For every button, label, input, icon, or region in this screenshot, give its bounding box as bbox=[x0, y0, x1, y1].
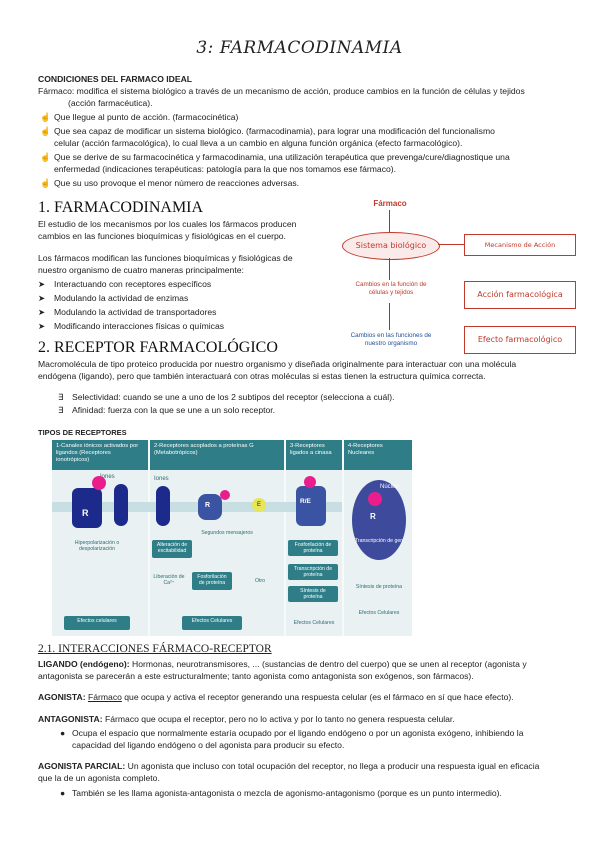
nucleus-label: Núcleo bbox=[380, 484, 399, 490]
arrow-bullet-icon: ➤ bbox=[38, 321, 46, 331]
step-box: Efectos celulares bbox=[64, 616, 130, 630]
step-box: Efectos Celulares bbox=[182, 616, 242, 630]
section-heading: 1. FARMACODINAMIA bbox=[38, 199, 204, 216]
step-label: Otro bbox=[254, 578, 266, 584]
panel-header: 4-Receptores Nucleares bbox=[344, 440, 412, 470]
arrow-bullet-icon: ➤ bbox=[38, 279, 46, 289]
paragraph: endógena (ligando), pero que también int… bbox=[38, 371, 486, 381]
receptor-label: R bbox=[205, 502, 211, 509]
hand-bullet-icon: ☝ bbox=[40, 126, 51, 136]
step-label: Efectos Celulares bbox=[293, 620, 335, 626]
list-item-cont: celular (acción farmacológica), lo cual … bbox=[54, 138, 463, 148]
nucleus-shape bbox=[352, 480, 406, 560]
bullet-icon: ∃ bbox=[58, 392, 64, 402]
iones-label: Iones bbox=[154, 476, 169, 482]
flow-farmaco: Fármaco bbox=[373, 199, 407, 208]
page-title: 3: FARMACODINAMIA bbox=[196, 38, 403, 58]
conditions-intro: Fármaco: modifica el sistema biológico a… bbox=[38, 86, 525, 96]
step-box: Alteración de excitabilidad bbox=[152, 540, 192, 558]
paragraph: Macromolécula de tipo proteico producida… bbox=[38, 359, 517, 369]
receptor-shape bbox=[198, 494, 222, 520]
subheading: TIPOS DE RECEPTORES bbox=[38, 428, 127, 437]
paragraph: El estudio de los mecanismos por los cua… bbox=[38, 219, 297, 229]
flow-sistema: Sistema biológico bbox=[342, 232, 440, 260]
step-box: Síntesis de proteína bbox=[288, 586, 338, 602]
list-item: ☝Que llegue al punto de acción. (farmaco… bbox=[40, 112, 239, 122]
flow-arrow bbox=[389, 210, 390, 232]
paragraph: nuestro organismo de cuatro maneras prin… bbox=[38, 265, 244, 275]
flow-arrow bbox=[389, 303, 390, 330]
list-item: ➤Modulando la actividad de transportador… bbox=[38, 307, 217, 317]
ligand-circle bbox=[220, 490, 230, 500]
arrow-bullet-icon: ➤ bbox=[38, 307, 46, 317]
paragraph: Los fármacos modifican las funciones bio… bbox=[38, 253, 293, 263]
panel-header: 1-Canales iónicos activados por ligandos… bbox=[52, 440, 148, 470]
effector-circle: E bbox=[252, 498, 266, 512]
list-item: ☝Que su uso provoque el menor número de … bbox=[40, 178, 300, 188]
step-label: Síntesis de proteína bbox=[355, 584, 403, 590]
flow-cambios-org: Cambios en las funciones de nuestro orga… bbox=[350, 332, 432, 347]
channel-shape bbox=[156, 486, 170, 526]
list-item: ➤Interactuando con receptores específico… bbox=[38, 279, 212, 289]
list-item: ➤Modificando interacciones físicas o quí… bbox=[38, 321, 225, 331]
paragraph: LIGANDO (endógeno): Hormonas, neurotrans… bbox=[38, 659, 527, 669]
list-item: ☝Que sea capaz de modificar un sistema b… bbox=[40, 126, 495, 136]
section-heading: 2.1. INTERACCIONES FÁRMACO-RECEPTOR bbox=[38, 643, 272, 655]
hand-bullet-icon: ☝ bbox=[40, 152, 51, 162]
step-label: Hiperpolarización o despolarización bbox=[74, 540, 120, 552]
receptor-shape bbox=[72, 488, 102, 528]
step-box: Fosforilación de proteína bbox=[192, 572, 232, 590]
step-label: Liberación de Ca²⁺ bbox=[153, 574, 185, 586]
paragraph: que la de un agonista completo. bbox=[38, 773, 160, 783]
hand-bullet-icon: ☝ bbox=[40, 178, 51, 188]
list-item: ☝Que se derive de su farmacocinética y f… bbox=[40, 152, 510, 162]
receptor-figure: 1-Canales iónicos activados por ligandos… bbox=[52, 440, 412, 636]
paragraph: ANTAGONISTA: Fármaco que ocupa el recept… bbox=[38, 714, 455, 724]
step-label: Segundos mensajeros bbox=[201, 530, 253, 536]
paragraph: antagonista se parecerán a este estructu… bbox=[38, 671, 474, 681]
membrane bbox=[52, 502, 342, 512]
list-item-cont: enfermedad (indicaciones terapéuticas: p… bbox=[54, 164, 397, 174]
flow-efecto: Efecto farmacológico bbox=[464, 326, 576, 354]
receptor-label: R/E bbox=[300, 498, 311, 505]
receptor-shape bbox=[296, 486, 326, 526]
section-heading: 2. RECEPTOR FARMACOLÓGICO bbox=[38, 339, 278, 356]
step-label: Efectos Celulares bbox=[358, 610, 400, 616]
panel-header: 2-Receptores acoplados a proteínas G (Me… bbox=[150, 440, 284, 470]
flow-cambios-func: Cambios en la función de células y tejid… bbox=[355, 281, 427, 296]
hand-bullet-icon: ☝ bbox=[40, 112, 51, 122]
flow-mecanismo: Mecanismo de Acción bbox=[464, 234, 576, 256]
ligand-circle bbox=[304, 476, 316, 488]
list-item: ∃Selectividad: cuando se une a uno de lo… bbox=[58, 392, 395, 402]
receptor-label: R bbox=[82, 508, 89, 518]
channel-shape bbox=[114, 484, 128, 526]
receptor-label: R bbox=[370, 512, 376, 521]
flow-arrow bbox=[389, 258, 390, 280]
arrow-bullet-icon: ➤ bbox=[38, 293, 46, 303]
step-box: Fosforilación de proteína bbox=[288, 540, 338, 556]
paragraph: cambios en las funciones bioquímicas y f… bbox=[38, 231, 286, 241]
flow-accion: Acción farmacológica bbox=[464, 281, 576, 309]
list-item: ●Ocupa el espacio que normalmente estarí… bbox=[60, 728, 524, 738]
paragraph: AGONISTA: Fármaco que ocupa y activa el … bbox=[38, 692, 514, 702]
ligand-circle bbox=[368, 492, 382, 506]
bullet-icon: ● bbox=[60, 788, 66, 798]
flow-connector bbox=[438, 244, 464, 245]
panel-header: 3-Receptores ligados a cinasa bbox=[286, 440, 342, 470]
list-item: ➤Modulando la actividad de enzimas bbox=[38, 293, 189, 303]
step-box: Transcripción de proteína bbox=[288, 564, 338, 580]
step-label: Transcripción de gen bbox=[354, 538, 404, 544]
bullet-icon: ● bbox=[60, 728, 66, 738]
conditions-heading: CONDICIONES DEL FARMACO IDEAL bbox=[38, 74, 193, 84]
list-item: ∃Afinidad: fuerza con la que se une a un… bbox=[58, 405, 276, 415]
bullet-icon: ∃ bbox=[58, 405, 64, 415]
conditions-intro-cont: (acción farmacéutica). bbox=[68, 98, 153, 108]
iones-label: Iones bbox=[100, 474, 115, 480]
list-item: ●También se les llama agonista-antagonis… bbox=[60, 788, 502, 798]
list-item-cont: capacidad del ligando endógeno o del ago… bbox=[72, 740, 345, 750]
paragraph: AGONISTA PARCIAL: Un agonista que inclus… bbox=[38, 761, 540, 771]
ligand-circle bbox=[92, 476, 106, 490]
